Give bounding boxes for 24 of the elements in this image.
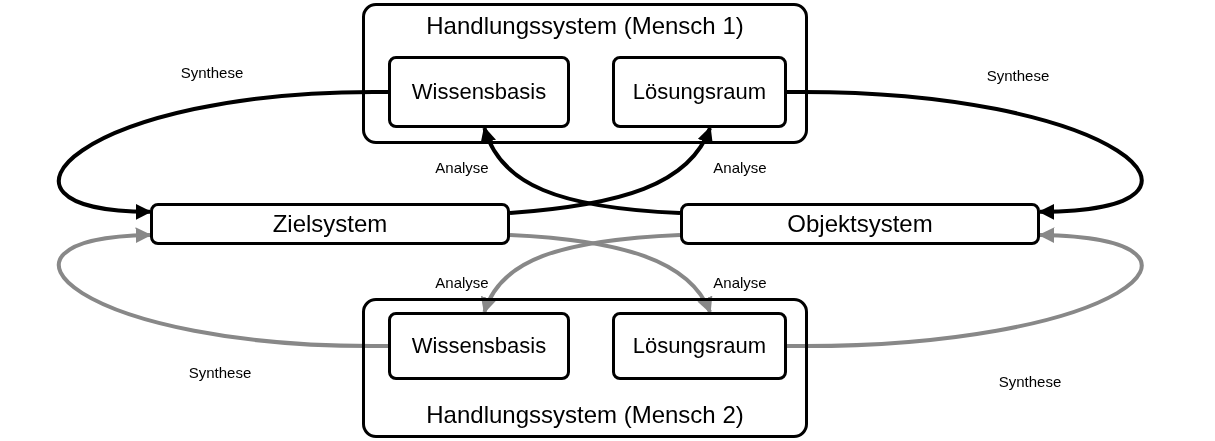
arrow xyxy=(786,90,1144,220)
process-box xyxy=(388,312,570,380)
box-label: Wissensbasis xyxy=(411,79,547,105)
box-label: Zielsystem xyxy=(272,210,388,238)
arrow xyxy=(481,126,681,216)
process-box xyxy=(612,312,787,380)
arrow xyxy=(57,227,389,348)
system-box xyxy=(362,3,808,144)
process-box xyxy=(680,203,1040,245)
process-box xyxy=(612,56,787,128)
box-label: Objektsystem xyxy=(787,210,933,238)
box-heading: Handlungssystem (Mensch 2) xyxy=(425,401,745,429)
box-label: Lösungsraum xyxy=(632,333,767,359)
arrow xyxy=(786,227,1144,348)
process-box xyxy=(150,203,510,245)
box-label: Wissensbasis xyxy=(411,333,547,359)
box-label: Lösungsraum xyxy=(632,79,767,105)
process-box xyxy=(388,56,570,128)
system-box xyxy=(362,298,808,438)
arrow xyxy=(509,126,712,216)
arrow xyxy=(509,232,712,314)
arrow xyxy=(57,90,389,219)
arrow xyxy=(482,232,681,314)
box-heading: Handlungssystem (Mensch 1) xyxy=(425,12,745,40)
